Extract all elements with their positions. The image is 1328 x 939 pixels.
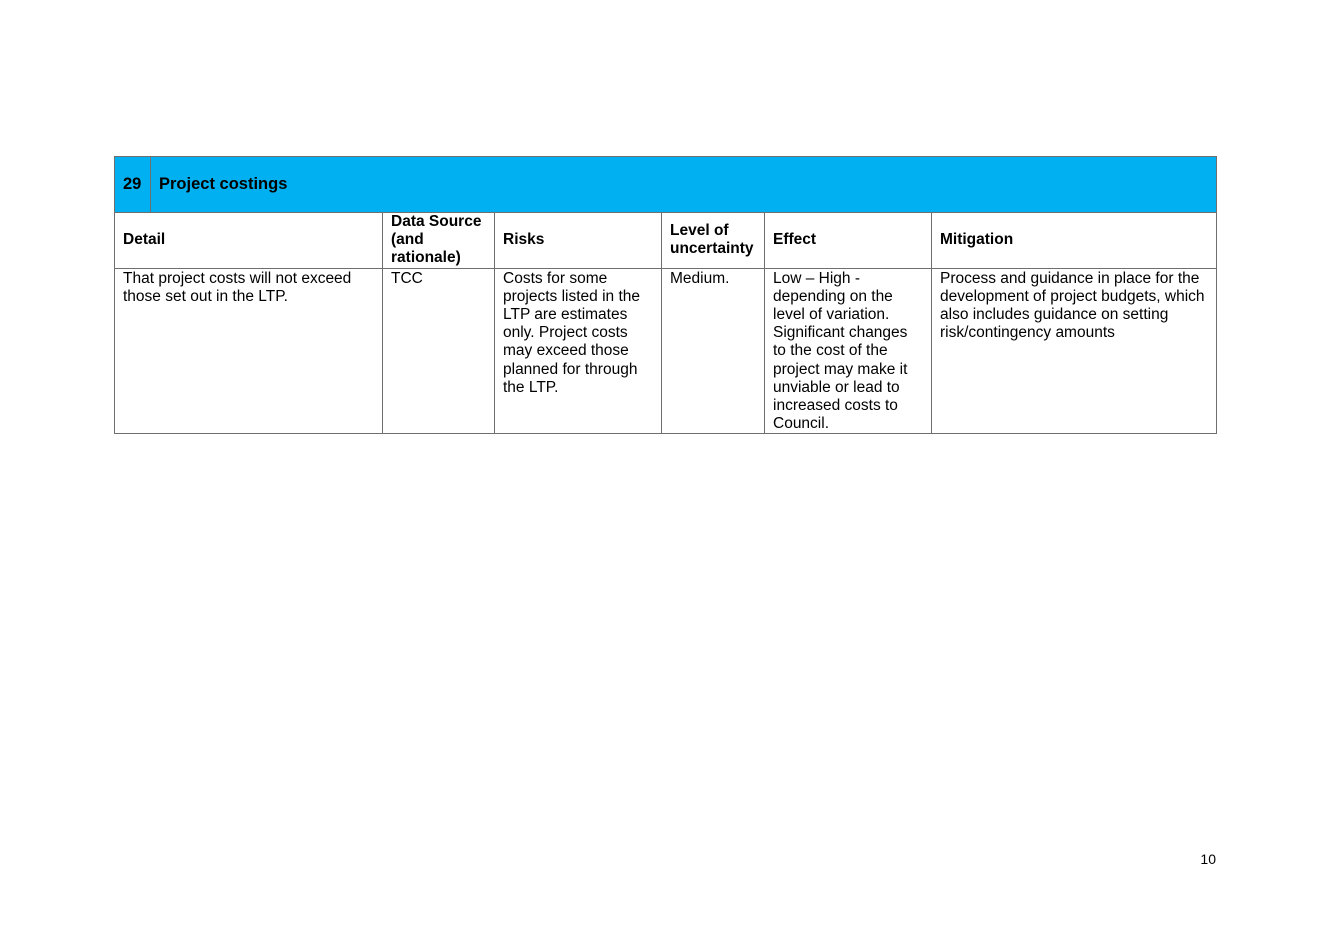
header-level-of-uncertainty: Level of uncertainty <box>661 212 765 269</box>
section-title: Project costings <box>149 156 1218 213</box>
cell-risks: Costs for some projects listed in the LT… <box>494 267 662 435</box>
header-data-source: Data Source (and rationale) <box>382 212 495 269</box>
cell-level-of-uncertainty: Medium. <box>661 267 765 435</box>
table-header-row: Detail Data Source (and rationale) Risks… <box>114 212 1218 269</box>
header-detail: Detail <box>114 212 383 269</box>
cell-mitigation: Process and guidance in place for the de… <box>930 267 1218 435</box>
table-row: That project costs will not exceed those… <box>114 267 1218 435</box>
header-effect: Effect <box>764 212 932 269</box>
cell-detail: That project costs will not exceed those… <box>114 267 383 435</box>
header-risks: Risks <box>494 212 662 269</box>
page-number: 10 <box>1200 851 1216 867</box>
header-mitigation: Mitigation <box>930 212 1218 269</box>
section-title-row: 29 Project costings <box>114 156 1218 213</box>
cell-effect: Low – High - depending on the level of v… <box>764 267 932 435</box>
section-number: 29 <box>114 156 151 213</box>
assumptions-table: 29 Project costings Detail Data Source (… <box>114 156 1218 435</box>
cell-data-source: TCC <box>382 267 495 435</box>
